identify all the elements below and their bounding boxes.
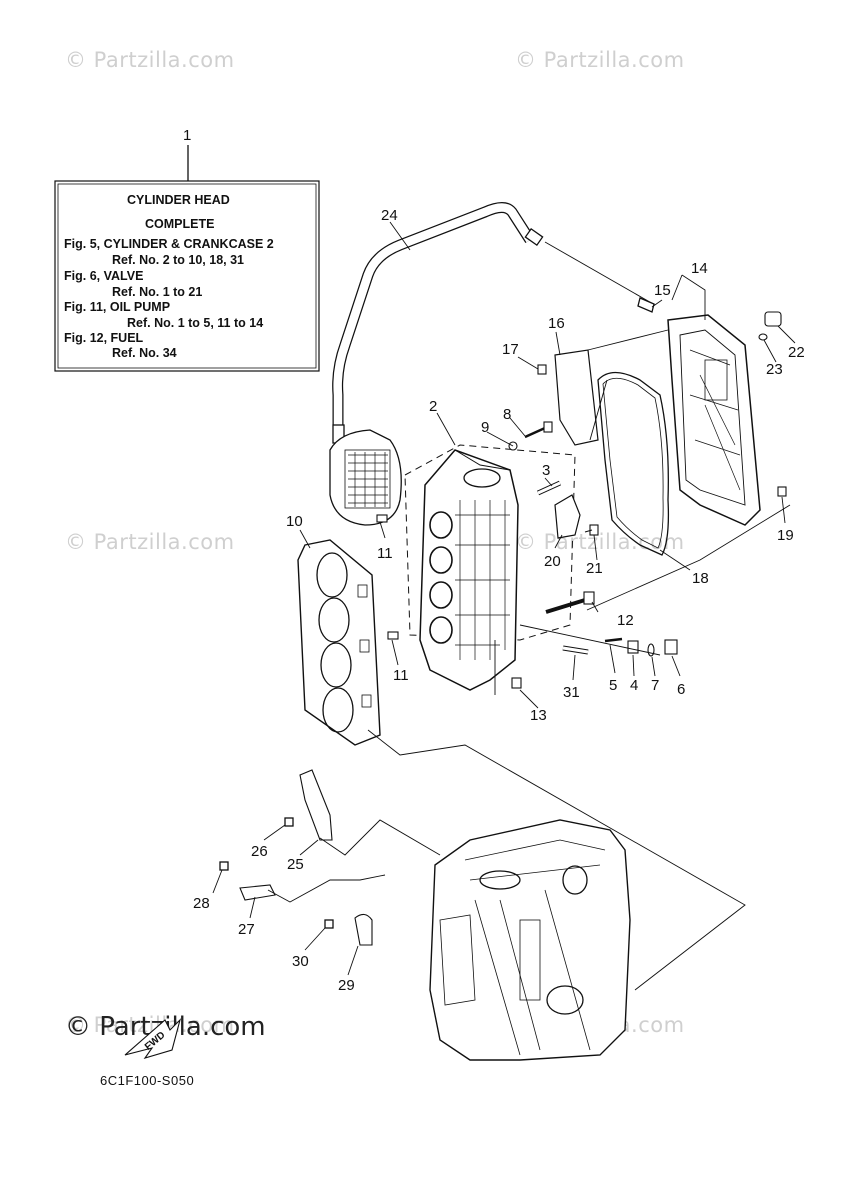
callout-8: 8 (503, 406, 511, 423)
callout-31: 31 (563, 684, 580, 701)
callout-5: 5 (609, 677, 617, 694)
callout-28: 28 (193, 895, 210, 912)
callout-21: 21 (586, 560, 603, 577)
callout-29: 29 (338, 977, 355, 994)
crankcase (429, 819, 631, 1061)
callout-2: 2 (429, 398, 437, 415)
callout-26: 26 (251, 843, 268, 860)
head-gasket (297, 539, 381, 746)
box-line: Fig. 11, OIL PUMP (64, 300, 170, 314)
cylinder-head (419, 449, 519, 691)
callout-27: 27 (238, 921, 255, 938)
callout-9: 9 (481, 419, 489, 436)
callout-16: 16 (548, 315, 565, 332)
callout-7: 7 (651, 677, 659, 694)
box-line: Ref. No. 34 (112, 346, 177, 360)
diagram-code: 6C1F100-S050 (100, 1073, 195, 1088)
fasteners (376, 311, 787, 689)
cover-plate (554, 349, 599, 446)
box-line: Ref. No. 1 to 21 (112, 285, 202, 299)
callout-13: 13 (530, 707, 547, 724)
callout-20: 20 (544, 553, 561, 570)
watermark: © Partzilla.com (515, 48, 685, 72)
callout-3: 3 (542, 462, 550, 479)
watermark: © Partzilla.com (65, 48, 235, 72)
callout-24: 24 (381, 207, 398, 224)
info-box: 1 CYLINDER HEAD COMPLETE Fig. 5, CYLINDE… (54, 127, 320, 372)
breather-hose (332, 202, 656, 444)
box-line: Ref. No. 1 to 5, 11 to 14 (127, 316, 263, 330)
callout-17: 17 (502, 341, 519, 358)
box-line: Ref. No. 2 to 10, 18, 31 (112, 253, 244, 267)
watermark: © Partzilla.com (515, 530, 685, 554)
fwd-arrow-icon: FWD (124, 1018, 182, 1059)
watermark: © Partzilla.com (65, 530, 235, 554)
callout-11: 11 (377, 545, 393, 562)
callout-22: 22 (788, 344, 805, 361)
box-line: Fig. 6, VALVE (64, 269, 143, 283)
callout-12: 12 (617, 612, 634, 629)
callout-4: 4 (630, 677, 638, 694)
callout-15: 15 (654, 282, 671, 299)
callout-25: 25 (287, 856, 304, 873)
callout-23: 23 (766, 361, 783, 378)
callout-1: 1 (183, 127, 191, 144)
box-line: Fig. 12, FUEL (64, 331, 144, 345)
box-title-2: COMPLETE (145, 217, 214, 231)
callout-14: 14 (691, 260, 708, 277)
callout-18: 18 (692, 570, 709, 587)
head-cover (667, 314, 761, 526)
callout-30: 30 (292, 953, 309, 970)
box-line: Fig. 5, CYLINDER & CRANKCASE 2 (64, 237, 274, 251)
callout-6: 6 (677, 681, 685, 698)
callout-10: 10 (286, 513, 303, 530)
callout-19: 19 (777, 527, 794, 544)
box-title-1: CYLINDER HEAD (127, 193, 230, 207)
callout-11b: 11 (393, 667, 409, 684)
oil-separator (329, 429, 402, 526)
cover-gasket (597, 371, 670, 556)
